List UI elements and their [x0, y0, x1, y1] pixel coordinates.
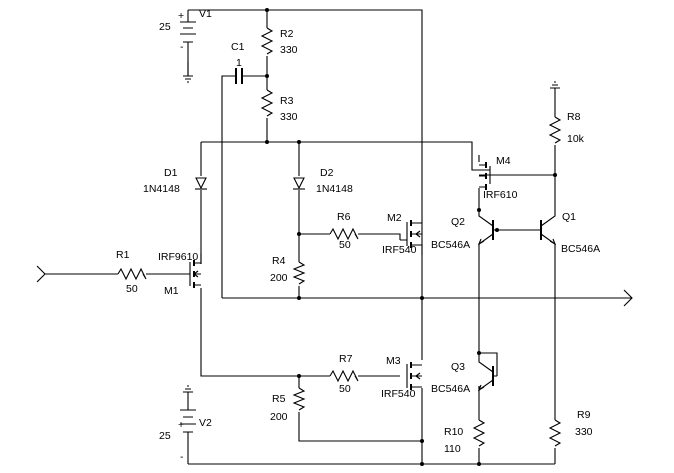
c1-name-label: C1 [231, 41, 245, 53]
d1-name-label: D1 [164, 167, 178, 179]
r6-name-label: R6 [337, 211, 351, 223]
r4-value-label: 200 [270, 272, 288, 284]
resistor-r5-icon [292, 387, 306, 411]
r2-name-label: R2 [280, 28, 294, 40]
resistor-r7-icon [329, 369, 359, 383]
m4-name-label: M4 [496, 155, 511, 167]
resistor-r9-icon [548, 419, 562, 447]
m2-value-label: IRF540 [382, 244, 417, 256]
junction-dots [265, 8, 557, 466]
mosfet-m2-icon [400, 210, 423, 255]
r3-name-label: R3 [280, 95, 294, 107]
v1-plus-label: + [178, 10, 184, 22]
m2-name-label: M2 [387, 212, 402, 224]
r1-name-label: R1 [116, 249, 130, 261]
battery-v2-icon [180, 409, 196, 443]
q1-value-label: BC546A [561, 243, 600, 255]
m1-name-label: M1 [164, 285, 179, 297]
q3-value-label: BC546A [431, 383, 470, 395]
r6-value-label: 50 [339, 239, 351, 251]
v2-minus-label: - [180, 451, 184, 463]
ground-icon [550, 81, 560, 89]
capacitor-c1-icon [235, 68, 243, 84]
v2-plus-label: + [178, 419, 184, 431]
r10-value-label: 110 [444, 443, 461, 455]
q2-name-label: Q2 [451, 216, 465, 228]
v1-minus-label: - [180, 41, 184, 53]
battery-v1-icon [180, 21, 196, 43]
input-arrow-icon [36, 265, 46, 283]
component-labels: + - V1 25 + - V2 25 C1 1 R2 330 R3 330 D… [116, 8, 600, 463]
r5-name-label: R5 [272, 393, 286, 405]
r10-name-label: R10 [444, 426, 463, 438]
d2-value-label: 1N4148 [316, 183, 353, 195]
d1-value-label: 1N4148 [143, 183, 180, 195]
r9-value-label: 330 [575, 426, 593, 438]
mosfet-m4-icon [471, 154, 491, 190]
q3-name-label: Q3 [451, 361, 465, 373]
r9-name-label: R9 [577, 409, 591, 421]
resistor-r1-icon [117, 267, 147, 281]
m1-value-label: IRF9610 [158, 251, 198, 263]
m4-value-label: IRF610 [483, 189, 518, 201]
mosfet-m1-icon [189, 260, 201, 288]
bjt-q2-icon [477, 210, 497, 246]
c1-value-label: 1 [236, 57, 242, 69]
resistor-r3-icon [260, 89, 274, 117]
resistor-r10-icon [472, 419, 486, 447]
resistor-r4-icon [292, 261, 306, 285]
r2-value-label: 330 [280, 44, 298, 56]
r4-name-label: R4 [272, 255, 286, 267]
q1-name-label: Q1 [562, 211, 576, 223]
r7-value-label: 50 [339, 383, 351, 395]
v1-value-label: 25 [159, 21, 171, 33]
r5-value-label: 200 [270, 411, 288, 423]
r7-name-label: R7 [339, 353, 353, 365]
v1-name-label: V1 [199, 8, 212, 20]
diode-d1-icon [195, 177, 207, 190]
ground-icon [183, 385, 193, 393]
v2-value-label: 25 [159, 430, 171, 442]
resistor-r2-icon [260, 27, 274, 55]
r1-value-label: 50 [126, 283, 138, 295]
bjt-q1-icon [540, 210, 557, 246]
output-arrow-icon [623, 289, 633, 307]
q2-value-label: BC546A [431, 239, 470, 251]
v2-name-label: V2 [199, 417, 212, 429]
resistor-r8-icon [548, 116, 562, 144]
d2-name-label: D2 [320, 167, 334, 179]
diode-d2-icon [293, 177, 305, 190]
mosfet-m3-icon [406, 362, 422, 390]
r8-name-label: R8 [567, 111, 581, 123]
resistor-r6-icon [329, 227, 359, 241]
r3-value-label: 330 [280, 111, 298, 123]
m3-value-label: IRF540 [381, 388, 416, 400]
m3-name-label: M3 [386, 355, 401, 367]
r8-value-label: 10k [567, 133, 585, 145]
ground-icon [183, 75, 193, 83]
bjt-q3-icon [477, 353, 497, 392]
